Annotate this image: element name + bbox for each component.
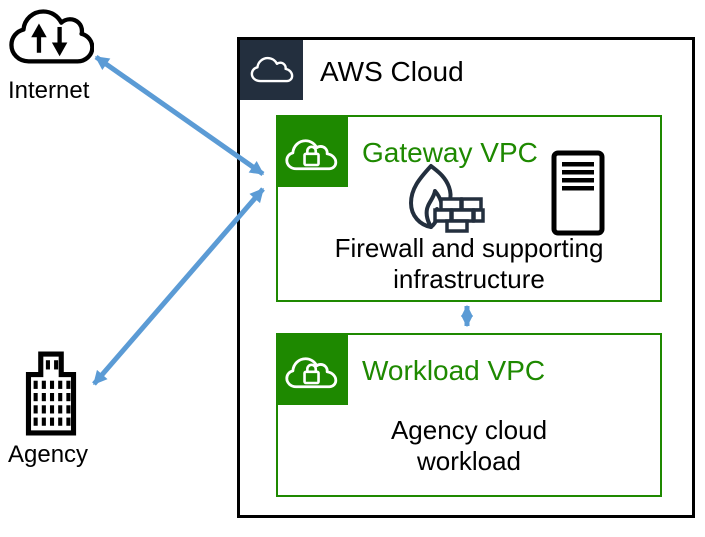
gateway-vpc-description-line2: infrastructure bbox=[393, 264, 545, 294]
agency-label: Agency bbox=[8, 441, 89, 468]
workload-vpc-lock-icon bbox=[276, 333, 348, 405]
workload-vpc-description-line1: Agency cloud bbox=[390, 415, 548, 445]
cloud-lock-glyph bbox=[285, 357, 338, 389]
server-glyph bbox=[551, 150, 605, 236]
workload-vpc-description-line2: workload bbox=[416, 446, 522, 476]
flame-brick-wall-glyph bbox=[409, 164, 485, 233]
gateway-vpc-box: Gateway VPC bbox=[276, 115, 662, 302]
workload-vpc-label: Workload VPC bbox=[362, 355, 546, 386]
internet-label: Internet bbox=[8, 77, 90, 104]
aws-cloud-icon bbox=[240, 40, 303, 100]
cloud-lock-glyph bbox=[285, 139, 338, 171]
internet-node: Internet bbox=[8, 6, 95, 105]
network-firewall-icon bbox=[401, 161, 485, 240]
gateway-vpc-lock-icon bbox=[276, 115, 348, 187]
gateway-vpc-description: Firewall and supporting infrastructure bbox=[278, 233, 660, 295]
gateway-vpc-label: Gateway VPC bbox=[362, 137, 538, 168]
agency-node: Agency bbox=[8, 350, 88, 469]
internet-cloud-arrows-icon bbox=[9, 9, 95, 64]
server-icon bbox=[550, 149, 606, 242]
gateway-vpc-description-line1: Firewall and supporting bbox=[334, 233, 604, 263]
office-building-icon bbox=[25, 351, 77, 436]
cloud-glyph bbox=[250, 56, 293, 82]
workload-vpc-description: Agency cloud workload bbox=[278, 415, 660, 477]
aws-cloud-container: AWS Cloud Gateway VPC bbox=[237, 37, 695, 518]
aws-cloud-label: AWS Cloud bbox=[320, 56, 464, 87]
workload-vpc-box: Workload VPC Agency cloud workload bbox=[276, 333, 662, 497]
